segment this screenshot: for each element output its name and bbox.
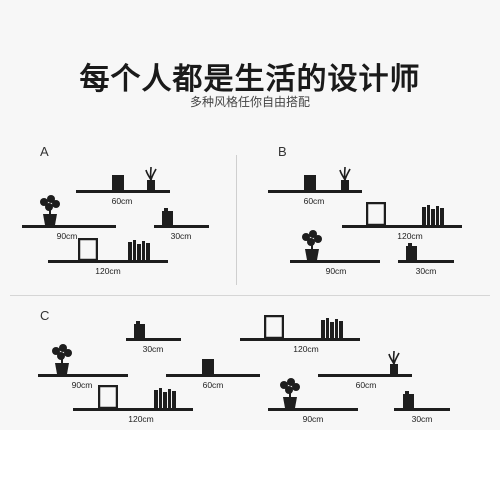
book-icon <box>154 388 176 408</box>
shelf-label-c-30-bottom: 30cm <box>411 414 433 424</box>
shelf-a-90 <box>22 225 116 228</box>
book-icon <box>422 205 444 225</box>
book-icon <box>321 318 343 338</box>
book-icon <box>128 240 150 260</box>
shelf-label-c-60-mid: 60cm <box>202 380 224 390</box>
potted-tree-icon <box>280 378 300 408</box>
plant-icon <box>145 166 157 190</box>
shelf-b-90 <box>290 260 380 263</box>
plant-icon <box>388 350 400 374</box>
shelf-label-b-90: 90cm <box>325 266 347 276</box>
book-icon <box>134 321 145 338</box>
shelf-label-a-90: 90cm <box>56 231 78 241</box>
shelf-b-120 <box>342 225 462 228</box>
shelf-b-60 <box>268 190 362 193</box>
book-icon <box>403 391 414 408</box>
shelf-label-c-30-top: 30cm <box>142 344 164 354</box>
footer-blank <box>0 430 500 500</box>
page-title: 每个人都是生活的设计师 <box>79 62 421 97</box>
shelf-c-90-bottom <box>268 408 358 411</box>
shelf-c-120-bottom <box>73 408 193 411</box>
shelf-c-30-bottom <box>394 408 450 411</box>
shelf-label-b-60: 60cm <box>303 196 325 206</box>
shelf-label-c-90-left: 90cm <box>71 380 93 390</box>
shelf-label-b-30: 30cm <box>415 266 437 276</box>
box-icon <box>304 175 316 190</box>
photo-frame-icon <box>98 385 118 408</box>
shelf-label-a-120: 120cm <box>95 266 121 276</box>
photo-frame-icon <box>78 238 98 260</box>
section-divider-vertical <box>236 155 237 285</box>
book-icon <box>162 208 173 225</box>
shelf-c-90-left <box>38 374 128 377</box>
shelf-label-c-60-right: 60cm <box>355 380 377 390</box>
potted-tree-icon <box>40 195 60 225</box>
shelf-a-30 <box>154 225 209 228</box>
potted-tree-icon <box>52 344 72 374</box>
photo-frame-icon <box>264 315 284 338</box>
shelf-label-a-60: 60cm <box>111 196 133 206</box>
shelf-a-60 <box>76 190 170 193</box>
box-icon <box>112 175 124 190</box>
shelf-label-c-90-bottom: 90cm <box>302 414 324 424</box>
page-subtitle: 多种风格任你自由搭配 <box>189 95 310 109</box>
shelf-c-30-top <box>126 338 181 341</box>
shelf-label-c-120-top: 120cm <box>293 344 319 354</box>
book-icon <box>406 243 417 260</box>
photo-frame-icon <box>366 202 386 225</box>
section-label-a: A <box>40 144 49 159</box>
shelf-b-30 <box>398 260 454 263</box>
plant-icon <box>339 166 351 190</box>
shelf-label-c-120-bottom: 120cm <box>128 414 154 424</box>
potted-tree-icon <box>302 230 322 260</box>
shelf-label-b-120: 120cm <box>397 231 423 241</box>
shelf-a-120 <box>48 260 168 263</box>
section-label-b: B <box>278 144 287 159</box>
shelf-c-60-mid <box>166 374 260 377</box>
shelf-c-60-right <box>318 374 412 377</box>
section-divider-horizontal <box>10 295 490 296</box>
shelf-c-120-top <box>240 338 360 341</box>
section-label-c: C <box>40 308 50 323</box>
shelf-label-a-30: 30cm <box>170 231 192 241</box>
box-icon <box>202 359 214 374</box>
